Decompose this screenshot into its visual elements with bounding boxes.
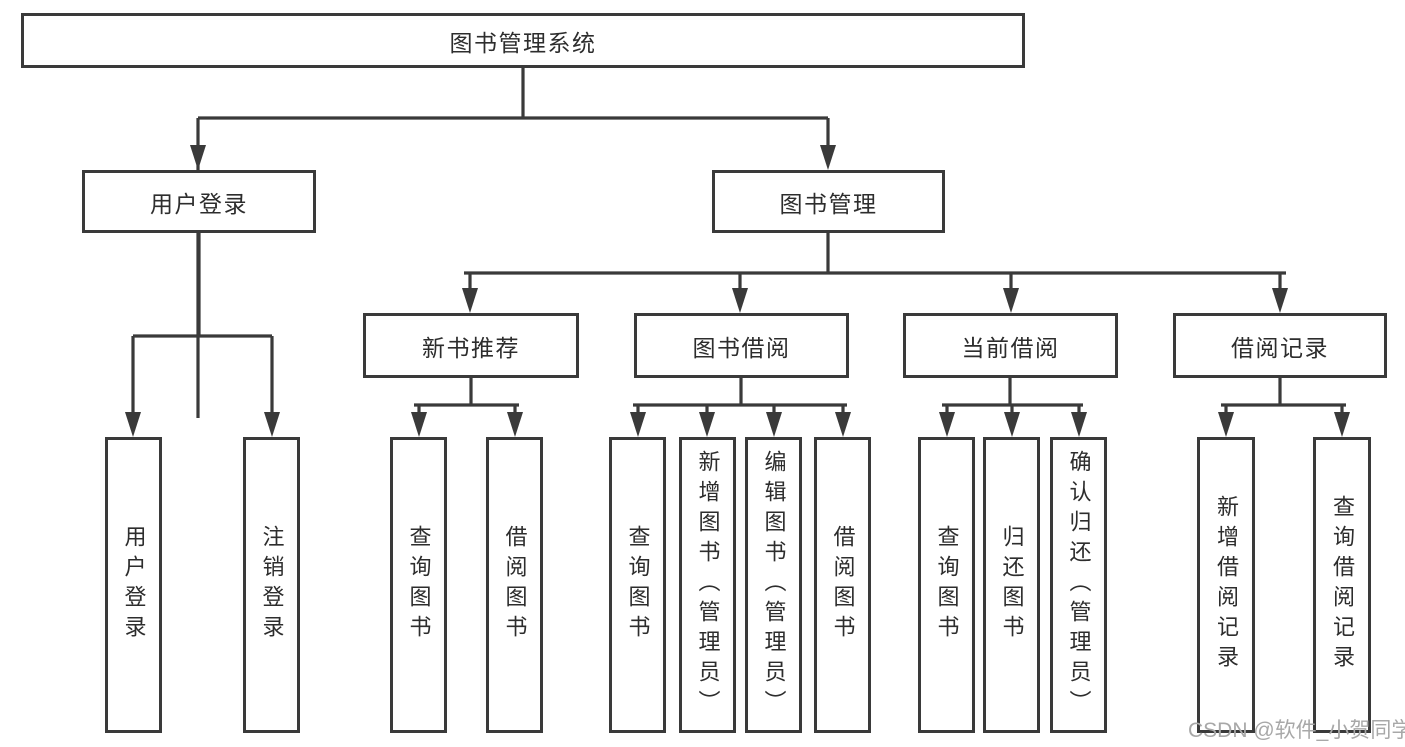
- leaf-borrow-edit-books-admin: 编辑图书（管理员）: [745, 437, 802, 733]
- leaf-recommend-borrow-books: 借阅图书: [486, 437, 543, 733]
- leaf-current-return-books: 归还图书: [983, 437, 1040, 733]
- node-root: 图书管理系统: [21, 13, 1025, 68]
- leaf-borrow-add-books-admin: 新增图书（管理员）: [679, 437, 736, 733]
- node-new-book-recommend: 新书推荐: [363, 313, 579, 378]
- leaf-records-query-record: 查询借阅记录: [1313, 437, 1371, 733]
- node-current-borrow: 当前借阅: [903, 313, 1118, 378]
- node-book-borrow: 图书借阅: [634, 313, 849, 378]
- leaf-current-confirm-return-admin: 确认归还（管理员）: [1050, 437, 1107, 733]
- leaf-user-login: 用户登录: [105, 437, 162, 733]
- node-book-management: 图书管理: [712, 170, 945, 233]
- leaf-recommend-query-books: 查询图书: [390, 437, 447, 733]
- leaf-borrow-borrow-books: 借阅图书: [814, 437, 871, 733]
- leaf-current-query-books: 查询图书: [918, 437, 975, 733]
- node-user-login: 用户登录: [82, 170, 316, 233]
- leaf-logout: 注销登录: [243, 437, 300, 733]
- csdn-watermark: CSDN @软件_小贺同学: [1188, 719, 1405, 742]
- leaf-borrow-query-books: 查询图书: [609, 437, 666, 733]
- node-borrow-records: 借阅记录: [1173, 313, 1387, 378]
- leaf-records-add-record: 新增借阅记录: [1197, 437, 1255, 733]
